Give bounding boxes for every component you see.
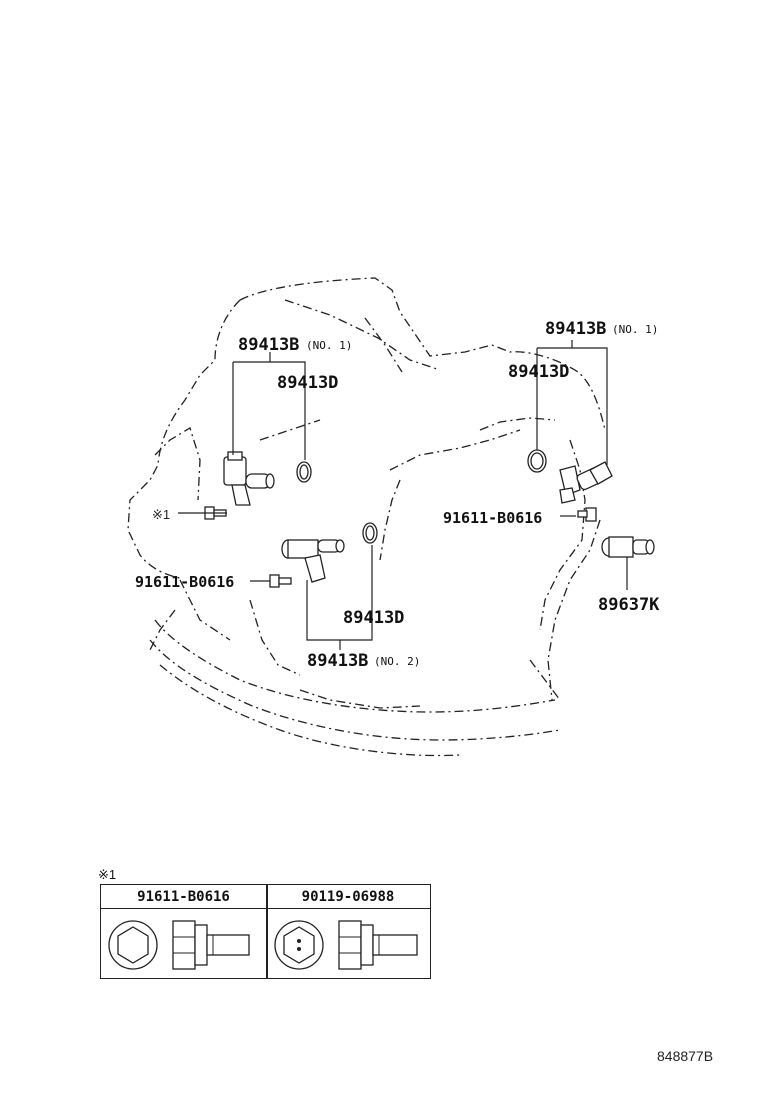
o-ring-bottom: [362, 522, 378, 544]
callout-oring-right: 89413D: [508, 362, 569, 382]
callout-bolt-right: 91611-B0616: [443, 509, 542, 527]
callout-cam-sensor-right: 89413B: [545, 319, 606, 339]
callout-cam-sensor-left: 89413B: [238, 335, 299, 355]
marked-bolt-side-view-icon: [338, 920, 418, 970]
bolt-left-lower: [269, 574, 292, 588]
leader-lines: [178, 340, 628, 650]
cam-position-sensor-no1-right: [559, 461, 613, 504]
callout-cam-sensor-left-note: (NO. 1): [306, 339, 352, 352]
callout-oring-left: 89413D: [277, 373, 338, 393]
callout-crank-sensor: 89413B: [307, 651, 368, 671]
callout-bolt-left: 91611-B0616: [135, 573, 234, 591]
hex-bolt-end-view-icon: [108, 920, 158, 970]
figure-reference-number: 848877B: [657, 1048, 714, 1064]
bolt-variant-table: 91611-B0616 90119-06988: [100, 884, 431, 979]
marked-bolt-end-view-icon: [274, 920, 324, 970]
callout-switch-sensor: 89637K: [598, 595, 660, 615]
o-ring-right: [527, 449, 547, 473]
table-header-col1: 91611-B0616: [101, 885, 266, 909]
hex-bolt-side-view-icon: [172, 920, 250, 970]
bolt-right: [577, 507, 597, 522]
cam-position-sensor-no1-left: [223, 451, 275, 506]
callout-oring-bottom: 89413D: [343, 608, 404, 628]
callout-mark-left: ※1: [152, 507, 170, 522]
callout-cam-sensor-right-note: (NO. 1): [612, 323, 658, 336]
table-header-col2: 90119-06988: [266, 885, 430, 909]
table-bolt-drawings: [108, 920, 418, 970]
callout-crank-sensor-note: (NO. 2): [374, 655, 420, 668]
speed-sensor: [601, 536, 655, 558]
crank-position-sensor-no2: [281, 539, 345, 583]
table-divider: [266, 885, 268, 978]
table-note-mark: ※1: [98, 867, 117, 882]
o-ring-left: [296, 461, 312, 483]
transmission-outline: [127, 277, 606, 757]
